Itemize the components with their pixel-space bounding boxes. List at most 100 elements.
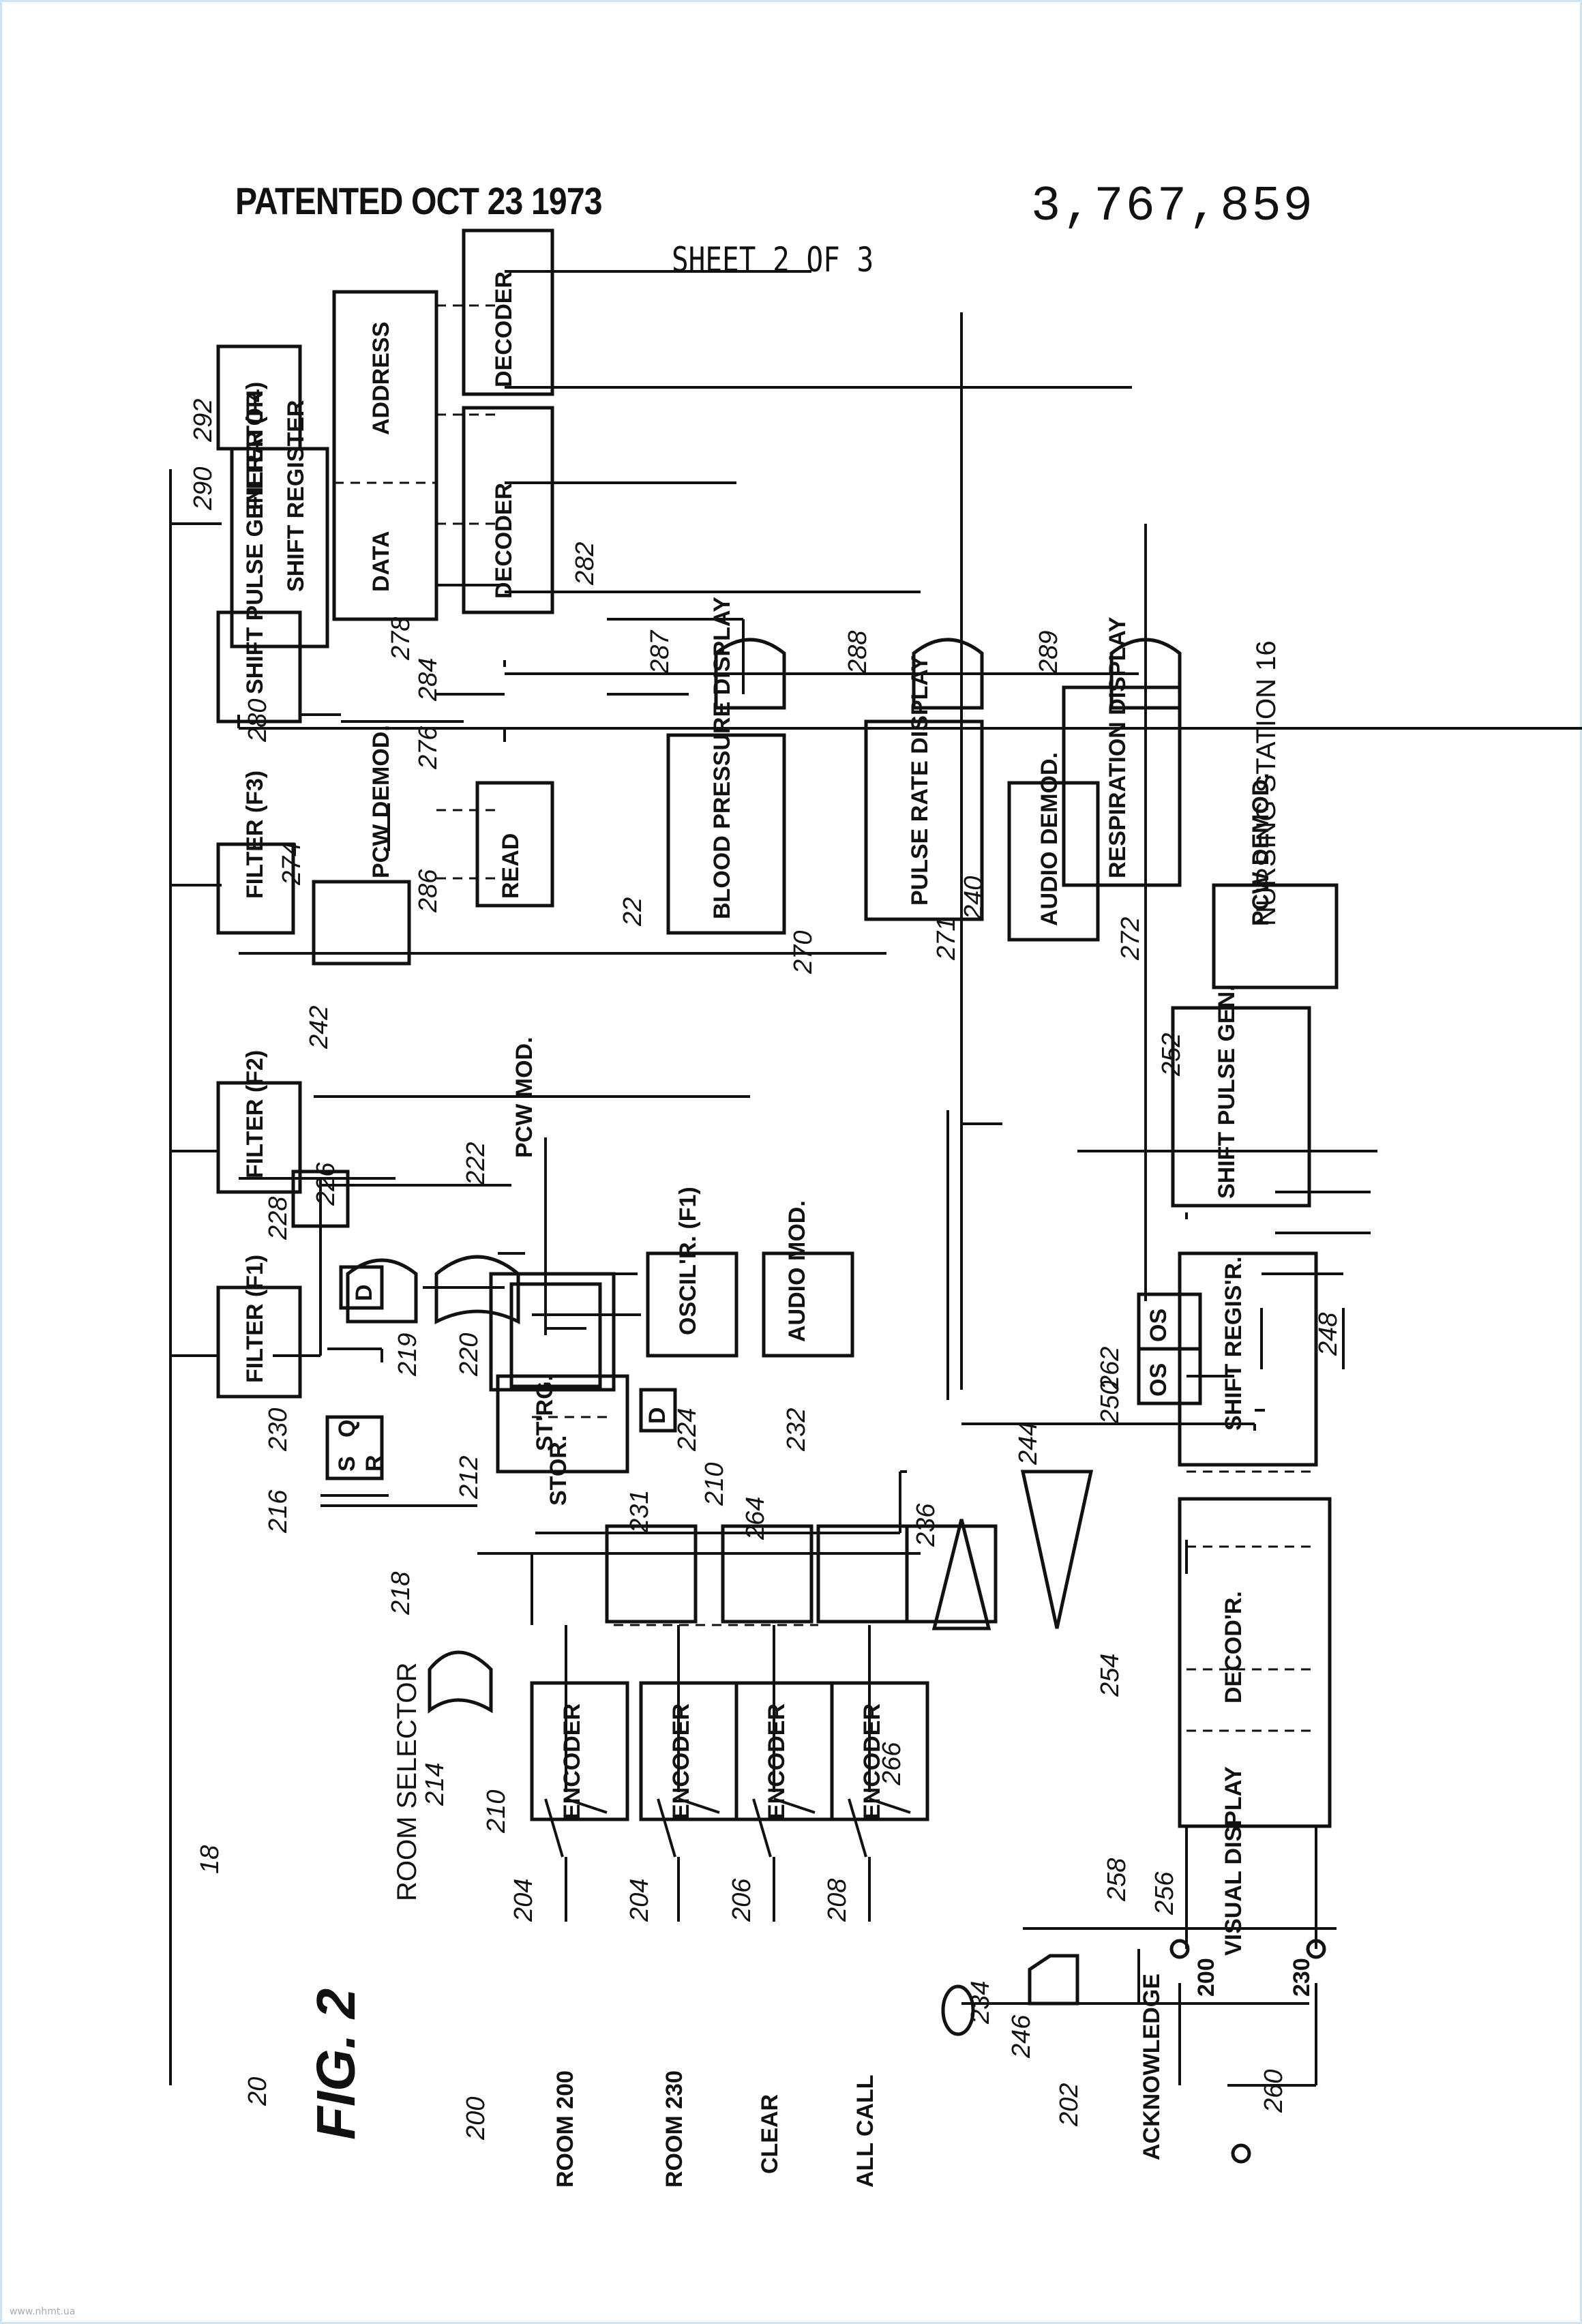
ref-210a: 210 — [482, 1790, 511, 1834]
encoder-4-label: ENCODER — [859, 1703, 885, 1819]
filter-f1-label: FILTER (F1) — [242, 1255, 268, 1383]
patent-number: 3,767,859 — [1031, 179, 1315, 235]
ref-222: 222 — [462, 1142, 490, 1186]
ref-286: 286 — [414, 869, 443, 913]
ref-258: 258 — [1103, 1858, 1131, 1902]
wiring — [169, 270, 1582, 2087]
display-230-label: 230 — [1289, 1958, 1315, 1997]
ref-271: 271 — [932, 917, 961, 961]
ref-244: 244 — [1014, 1422, 1043, 1465]
shift-pulse-gen-label: SHIFT PULSE GEN. — [1214, 985, 1240, 1199]
ref-284: 284 — [414, 658, 443, 702]
d-flipflop-label: D — [351, 1284, 377, 1301]
acknowledge-label: ACKNOWLEDGE — [1139, 1973, 1165, 2160]
q-terminal-label: Q — [334, 1420, 360, 1437]
decoder-data-label: DECODER — [491, 483, 517, 599]
filter-f3-label: FILTER (F3) — [242, 771, 268, 899]
room-selector-label: ROOM SELECTOR — [392, 1663, 422, 1901]
ref-208: 208 — [823, 1879, 852, 1922]
os-2-label: OS — [1146, 1309, 1171, 1342]
ref-18: 18 — [196, 1845, 224, 1874]
nursing-station-label: NURSING STATION 16 — [1251, 640, 1281, 926]
ref-272: 272 — [1116, 917, 1145, 961]
shift-register-label: SHIFT REGISTER — [283, 400, 309, 592]
pcw-mod-label: PCW MOD. — [511, 1037, 537, 1158]
ref-289: 289 — [1034, 631, 1063, 674]
audio-mod-label: AUDIO MOD. — [784, 1200, 810, 1342]
ref-204b: 204 — [625, 1879, 654, 1922]
ref-212: 212 — [455, 1456, 483, 1500]
oscillator-label: OSCIL'R. (F1) — [675, 1187, 701, 1335]
data-label: DATA — [368, 531, 394, 592]
ref-276: 276 — [414, 726, 443, 770]
ref-264: 264 — [741, 1497, 770, 1540]
ref-219: 219 — [393, 1333, 422, 1377]
visual-display-label: VISUAL DISPLAY — [1221, 1766, 1247, 1956]
audio-demod-label: AUDIO DEMOD. — [1036, 752, 1062, 926]
ref-20: 20 — [243, 2077, 272, 2106]
ref-280: 280 — [243, 699, 272, 743]
r-terminal-label: R — [361, 1455, 387, 1472]
address-label: ADDRESS — [368, 322, 394, 435]
blood-pressure-display-label: BLOOD PRESSURE DISPLAY — [709, 597, 735, 919]
room-200-label: ROOM 200 — [552, 2070, 578, 2188]
ref-288: 288 — [844, 631, 872, 674]
ref-230: 230 — [264, 1408, 293, 1452]
watermark: www.nhmt.ua — [10, 2306, 76, 2317]
ref-287: 287 — [646, 629, 674, 674]
ref-236: 236 — [912, 1503, 940, 1547]
s-terminal-label: S — [334, 1456, 360, 1472]
ref-224: 224 — [673, 1408, 702, 1452]
ref-210b: 210 — [700, 1463, 729, 1506]
ref-232: 232 — [782, 1408, 811, 1452]
stor-label: STOR. — [546, 1435, 571, 1506]
filter-f4-label: FILTER (F4) — [242, 382, 268, 510]
ref-218: 218 — [387, 1572, 415, 1615]
clear-label: CLEAR — [757, 2094, 783, 2174]
circuit-blocks — [216, 228, 1339, 2164]
decod-r-label: DECOD'R. — [1221, 1591, 1247, 1703]
respiration-display-label: RESPIRATION DISPLAY — [1105, 616, 1131, 878]
ref-256: 256 — [1150, 1871, 1179, 1916]
figure-label: FIG. 2 — [305, 1988, 366, 2140]
ref-226: 226 — [312, 1162, 340, 1206]
ref-290: 290 — [189, 467, 218, 511]
ref-246: 246 — [1007, 2014, 1036, 2059]
ref-260: 260 — [1259, 2070, 1288, 2113]
patent-date: PATENTED OCT 23 1973 — [235, 179, 603, 222]
d-flipflop-2-label: D — [644, 1407, 670, 1424]
block-labels: FILTER (F1) FILTER (F2) FILTER (F3) SHIF… — [242, 271, 1315, 2188]
ref-242: 242 — [305, 1006, 333, 1049]
ref-220: 220 — [455, 1333, 483, 1377]
ref-240: 240 — [959, 876, 988, 920]
ref-266: 266 — [878, 1742, 906, 1786]
sheet-indicator: SHEET 2 OF 3 — [672, 240, 874, 280]
ref-200: 200 — [462, 2097, 490, 2141]
ref-206: 206 — [728, 1878, 756, 1922]
read-label: READ — [498, 833, 524, 899]
ref-22: 22 — [618, 897, 647, 927]
ref-202: 202 — [1055, 2083, 1084, 2127]
all-call-label: ALL CALL — [852, 2074, 878, 2188]
ref-254: 254 — [1096, 1654, 1124, 1697]
ref-252: 252 — [1157, 1033, 1186, 1077]
shift-regis-r-label: SHIFT REGIS'R. — [1221, 1256, 1247, 1431]
ref-262: 262 — [1096, 1347, 1124, 1390]
ref-278: 278 — [387, 617, 415, 661]
ref-228: 228 — [264, 1197, 293, 1240]
ref-274: 274 — [278, 842, 306, 886]
filter-f2-label: FILTER (F2) — [242, 1050, 268, 1178]
decoder-address-label: DECODER — [491, 271, 517, 387]
ref-282: 282 — [571, 542, 599, 586]
pulse-rate-display-label: PULSE RATE DISPLAY — [907, 655, 933, 906]
ref-216: 216 — [264, 1489, 293, 1534]
room-230-label: ROOM 230 — [661, 2070, 687, 2188]
ref-292: 292 — [189, 399, 218, 443]
ref-231: 231 — [625, 1490, 654, 1534]
ref-204a: 204 — [509, 1879, 538, 1922]
st-rg-label: ST'RG. — [532, 1375, 558, 1451]
encoder-3-label: ENCODER — [764, 1703, 790, 1819]
ref-214: 214 — [421, 1763, 449, 1806]
